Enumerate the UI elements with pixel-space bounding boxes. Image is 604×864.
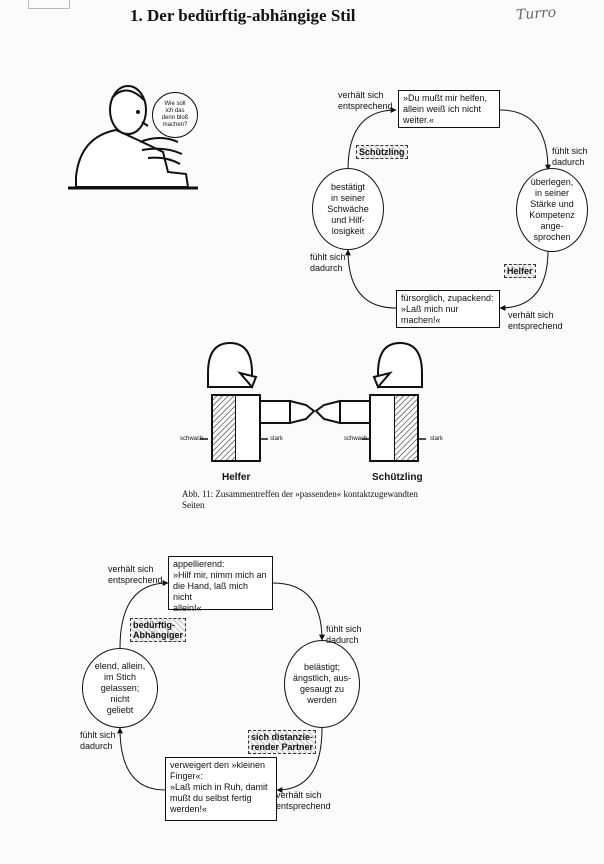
left-strong-label: stark <box>270 436 284 442</box>
cycle1-label-right: fühlt sich dadurch <box>552 146 588 167</box>
cycle1-arrow-top-left <box>347 107 397 171</box>
helper-and-protege-figures <box>200 341 426 462</box>
cycle2-label-right: fühlt sich dadurch <box>326 624 362 645</box>
cycle2-arrow-bottom-right <box>276 727 323 793</box>
cycle2-label-bottom-right: verhält sich entsprechend <box>276 790 331 811</box>
protege-figure-label: Schützling <box>372 472 423 483</box>
cycle1-arrow-bottom-right <box>499 249 549 311</box>
cycle2-arrow-top-right <box>272 582 325 641</box>
cycle1-right-circle: überlegen, in seiner Stärke und Kompeten… <box>516 168 588 252</box>
cycle2-left-circle: elend, allein, im Stich gelassen; nicht … <box>82 648 158 728</box>
cycle1-tag-left: Schützling <box>356 145 408 159</box>
cycle2-arrow-bottom-left <box>117 727 166 791</box>
cycle2-tag-right: sich distanzie- render Partner <box>248 730 317 754</box>
page-heading: 1. Der bedürftig-abhängige Stil <box>130 6 356 25</box>
cycle2-label-left: fühlt sich dadurch <box>80 730 116 751</box>
cycle2-tag-left: bedürftig- Abhängiger <box>130 618 187 642</box>
cycle1-label-top-left: verhält sich entsprechend <box>338 90 393 111</box>
right-strong-label: stark <box>430 436 444 442</box>
corner-stamp <box>28 0 70 9</box>
cycle1-bottom-box: fürsorglich, zupackend: »Laß mich nur ma… <box>396 290 500 328</box>
cycle2-bottom-box: verweigert den »kleinen Finger«: »Laß mi… <box>165 757 277 821</box>
cycle1-tag-right: Helfer <box>504 264 536 278</box>
helper-figure-label: Helfer <box>222 472 251 483</box>
cycle1-arrow-bottom-left <box>345 249 397 309</box>
right-weak-label: schwach <box>344 436 368 442</box>
cycle1-label-left: fühlt sich dadurch <box>310 252 346 273</box>
cycle1-label-bottom-right: verhält sich entsprechend <box>508 310 563 331</box>
cycle1-arrow-top-right <box>499 109 551 171</box>
cycle2-label-top-left: verhält sich entsprechend <box>108 564 163 585</box>
cycle2-right-circle: belästigt; ängstlich, aus- gesaugt zu we… <box>284 640 360 728</box>
cycle2-arrow-top-left <box>119 580 169 649</box>
thinking-person-illustration <box>68 85 198 190</box>
cycle1-top-box: »Du mußt mir helfen, allein weiß ich nic… <box>398 90 500 128</box>
speech-bubble: Wie soll ich das denn bloß machen? <box>152 92 198 138</box>
left-weak-label: schwach <box>180 436 204 442</box>
cycle2-top-box: appellierend: »Hilf mir, nimm mich an di… <box>168 556 273 613</box>
figure-caption: Abb. 11: Zusammentreffen der »passenden«… <box>182 489 418 510</box>
cycle1-left-circle: bestätigt in seiner Schwäche und Hilf- l… <box>312 168 384 250</box>
